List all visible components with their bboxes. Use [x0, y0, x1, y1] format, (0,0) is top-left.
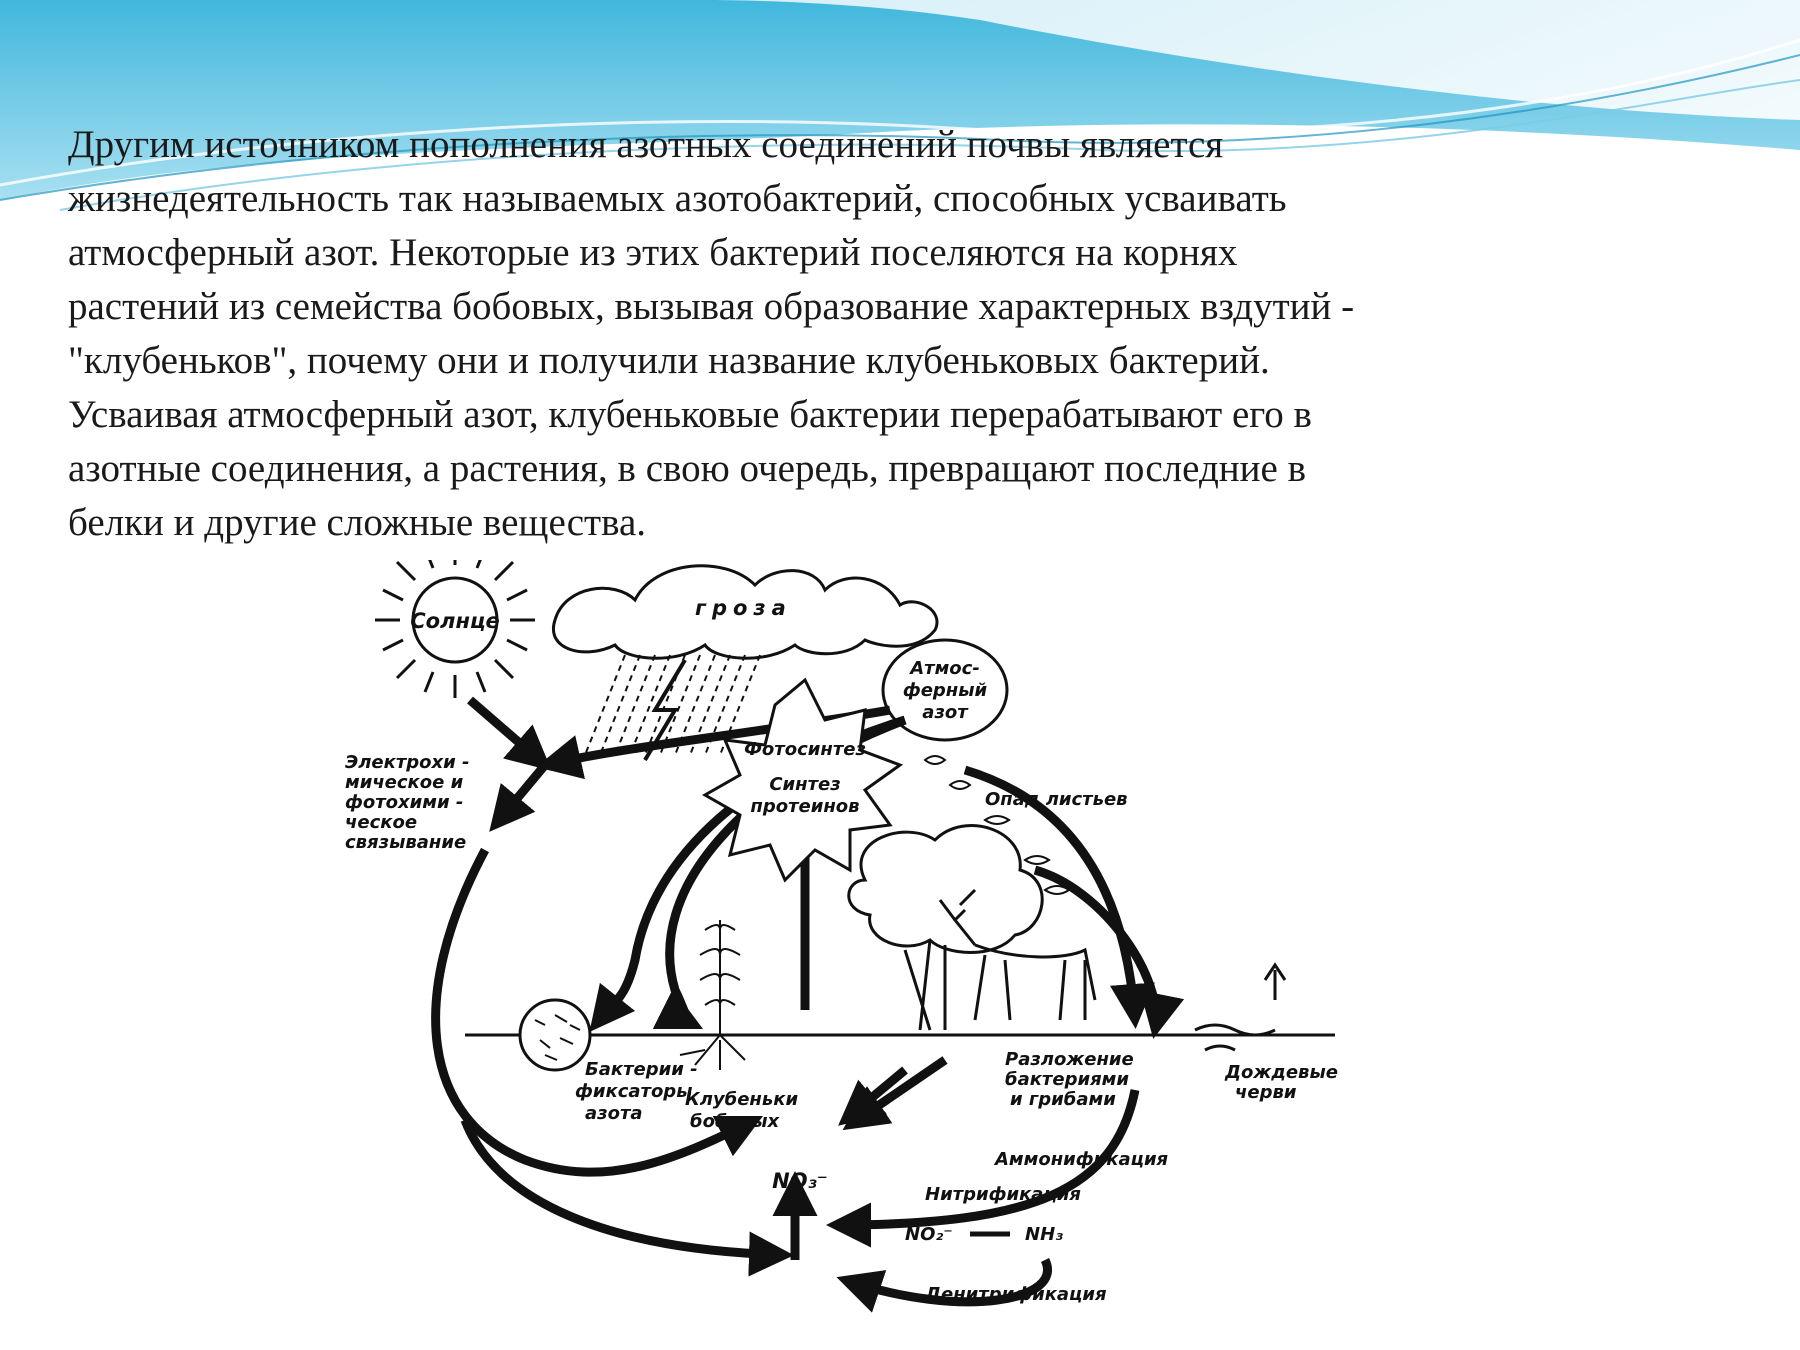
paragraph-line: растений из семейства бобовых, вызывая о… — [68, 285, 1355, 328]
nitrogen-cycle-diagram: Солнце гроза — [345, 560, 1525, 1320]
electro-label-2: мическое и — [345, 772, 464, 793]
litter-label: Опад листьев — [985, 789, 1128, 810]
paragraph-line: азотные соединения, а растения, в свою о… — [68, 447, 1307, 490]
nh3-label: NH₃ — [1025, 1224, 1063, 1245]
paragraph-line: "клубеньков", почему они и получили назв… — [68, 339, 1270, 382]
bacteria-label-2: фиксаторы — [575, 1081, 692, 1102]
electro-label-3: фотохими - — [345, 792, 463, 813]
photosynthesis-burst-icon — [701, 677, 904, 883]
paragraph-line: атмосферный азот. Некоторые из этих бакт… — [68, 231, 1238, 274]
worms-label-2: черви — [1235, 1082, 1297, 1103]
electro-label-1: Электрохи - — [345, 752, 469, 773]
worm-icon — [1194, 962, 1287, 1052]
legume-plant-icon — [679, 920, 746, 1070]
bacteria-label-1: Бактерии - — [585, 1059, 698, 1080]
no2-label: NO₂⁻ — [905, 1224, 953, 1245]
deer-icon — [938, 888, 1097, 1021]
nitrogen-cycle-svg: Солнце гроза — [345, 560, 1338, 1313]
lightning-icon — [643, 658, 687, 762]
bacteria-label-3: азота — [585, 1103, 643, 1124]
nitrification-label: Нитрификация — [925, 1184, 1081, 1205]
paragraph-line: Другим источником пополнения азотных сое… — [68, 123, 1224, 166]
ammonification-label: Аммонификация — [993, 1149, 1169, 1170]
nodules-label-1: Клубеньки — [685, 1089, 798, 1110]
protein-label-1: Синтез — [769, 774, 840, 795]
photo-label: Фотосинтез — [744, 739, 866, 760]
sun-label: Солнце — [410, 609, 500, 633]
paragraph-line: белки и другие сложные вещества. — [68, 501, 647, 544]
decomp-label-1: Разложение — [1005, 1049, 1134, 1070]
header-wave-decoration — [0, 0, 1800, 211]
protein-label-2: протеинов — [750, 796, 859, 817]
bacteria-circle-icon — [518, 998, 592, 1072]
paragraph-line: Усваивая атмосферный азот, клубеньковые … — [68, 393, 1312, 436]
sun-icon — [375, 560, 535, 698]
worms-label-1: Дождевые — [1224, 1062, 1338, 1083]
atmo-label-2: ферный — [903, 680, 988, 701]
decomp-label-3: и грибами — [1010, 1089, 1116, 1110]
body-paragraph: Другим источником пополнения азотных сое… — [68, 118, 1708, 550]
atmo-label-1: Атмос- — [908, 658, 980, 679]
no3-label: NO₃⁻ — [772, 1169, 828, 1193]
tree-icon — [847, 824, 1044, 1031]
nodules-label-2: бобовых — [690, 1111, 781, 1132]
leaf-icon — [923, 755, 1071, 895]
atmospheric-nitrogen-circle — [881, 638, 1009, 742]
electro-label-5: связывание — [345, 832, 466, 853]
decomp-label-2: бактериями — [1005, 1069, 1129, 1090]
electro-label-4: ческое — [345, 812, 417, 833]
denitrification-label: Денитрификация — [924, 1284, 1107, 1305]
atmo-label-3: азот — [922, 702, 969, 723]
paragraph-line: жизнедеятельность так называемых азотоба… — [68, 177, 1287, 220]
storm-label: гроза — [695, 596, 792, 620]
